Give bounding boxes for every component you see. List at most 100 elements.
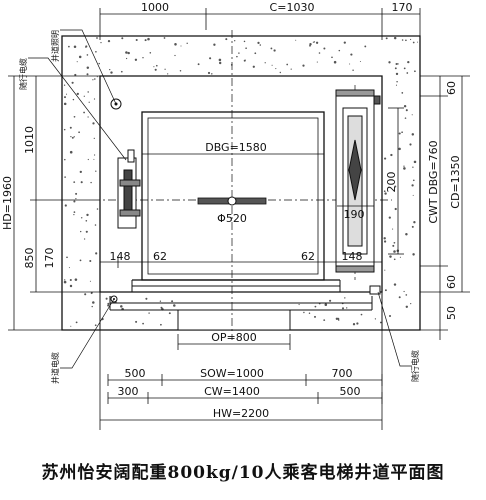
note-lift-cable: 随行电缆 [18,58,28,90]
hatch-dot [270,47,273,50]
note-travel-cable: 随行电缆 [410,350,420,382]
hatch-dot [63,102,67,106]
hatch-dot [411,133,415,136]
hatch-dot [90,292,92,295]
hatch-dot [225,38,228,41]
hatch-dot [125,51,128,54]
hatch-dot [302,64,305,67]
dim-cd: CD=1350 [449,155,462,208]
hatch-dot [86,213,89,217]
hatch-dot [238,52,240,54]
hatch-dot [318,52,321,54]
hatch-dot [174,43,177,46]
hatch-dot [85,230,88,233]
hatch-dot [78,131,80,134]
hatch-dot [71,81,74,84]
hatch-dot [394,185,397,188]
hatch-dot [211,73,213,75]
hatch-dot [64,204,67,207]
hatch-dot [93,98,96,100]
hatch-dot [64,279,66,281]
hatch-dot [94,154,96,156]
dim-op: OP=800 [211,331,257,344]
hatch-dot [86,73,89,76]
dim-hw: HW=2200 [213,407,269,420]
dim-cw: CW=1400 [204,385,260,398]
shaft-walls [61,35,421,331]
dim-50: 50 [445,306,458,320]
hatch-dot [89,259,92,263]
hatch-dot [93,137,95,140]
hatch-dot [66,256,68,259]
dim-phi520: Φ520 [217,212,247,225]
hatch-dot [398,147,401,151]
hatch-dot [412,179,415,182]
hatch-dot [405,305,408,308]
hatch-dot [314,315,316,318]
hatch-dot [412,253,415,256]
hatch-dot [163,37,166,39]
hatch-dot [73,211,76,213]
hatch-dot [87,91,89,93]
hatch-dot [312,41,314,43]
hatch-dot [244,59,246,61]
hatch-dot [352,69,354,71]
hatch-dot [356,322,359,325]
hatch-dot [412,41,415,44]
note-shaft-lighting: 井道照明 [50,30,60,62]
dim-190: 190 [344,208,365,221]
hatch-dot [298,303,300,306]
hatch-dot [83,111,85,114]
hatch-dot [87,116,89,118]
hatch-dot [344,297,346,299]
hatch-dot [95,170,97,172]
hatch-dot [64,158,66,161]
hatch-dot [155,64,158,67]
hatch-dot [78,55,82,59]
hatch-dot [412,166,414,168]
hatch-dot [83,95,85,97]
hatch-dot [153,66,155,68]
hatch-dot [64,96,66,99]
hatch-dot [121,37,124,40]
hatch-dot [135,38,138,42]
hatch-dot [392,228,394,230]
hatch-dot [73,200,76,203]
hatch-dot [86,66,90,69]
hatch-dot [209,57,212,60]
hatch-dot [385,37,388,40]
hatch-dot [90,181,92,184]
hatch-dot [245,47,247,50]
hatch-dot [80,217,83,219]
hatch-dot [134,58,138,61]
hatch-dot [406,72,409,74]
hatch-dot [394,67,397,70]
hatch-dot [180,45,182,47]
hatch-dot [207,71,211,75]
hatch-dot [68,267,70,269]
hatch-dot [316,61,318,63]
hatch-dot [120,305,123,308]
hatch-dot [95,252,98,255]
hatch-dot [411,114,413,116]
hatch-dot [404,117,407,119]
dim-500-left: 500 [125,367,146,380]
car-guide-rail-left [117,149,141,229]
hatch-dot [125,57,128,60]
hatch-dot [127,51,130,55]
dim-cwt-dbg: CWT DBG=760 [427,140,440,223]
hatch-dot [85,45,88,48]
hatch-dot [395,72,399,76]
dim-top-170: 170 [392,1,413,14]
hatch-dot [93,158,95,160]
dim-148-right: 148 [342,250,363,263]
dim-300: 300 [118,385,139,398]
hatch-dot [341,307,345,310]
hatch-dot [69,126,72,129]
hatch-dot [395,84,398,86]
hatch-dot [94,324,97,327]
hatch-dot [399,256,401,258]
hatch-dot [234,40,236,42]
hatch-dot [63,84,66,86]
hatch-dot [63,280,67,284]
